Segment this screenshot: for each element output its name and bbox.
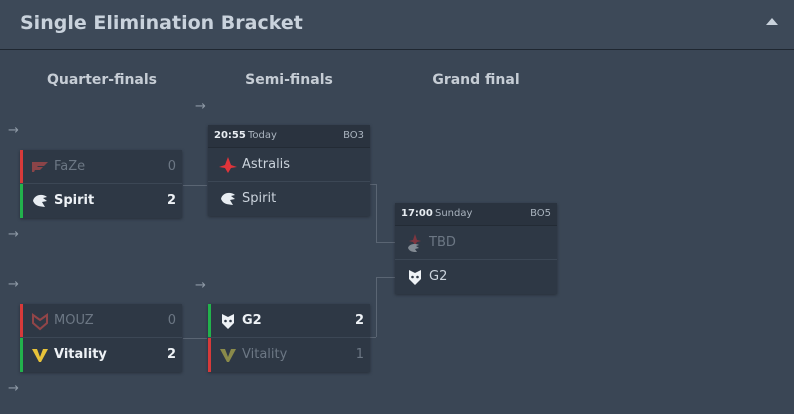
match-grand-final[interactable]: 17:00 Sunday BO5 TBD G2: [395, 203, 557, 294]
team-row-spirit[interactable]: Spirit 2: [20, 184, 182, 218]
team-row-mouz[interactable]: MOUZ 0: [20, 304, 182, 338]
arrow-icon: →: [8, 227, 19, 242]
team-name: FaZe: [54, 159, 86, 174]
team-name: Spirit: [242, 191, 277, 206]
match-quarter-final-2[interactable]: MOUZ 0 Vitality 2: [20, 304, 182, 372]
team-name: G2: [429, 269, 448, 284]
team-score: 2: [354, 313, 364, 328]
bracket-header: Single Elimination Bracket: [0, 0, 794, 50]
arrow-icon: →: [8, 123, 19, 138]
team-row-tbd[interactable]: TBD: [395, 226, 557, 260]
round-title-semi-finals: Semi-finals: [245, 72, 333, 88]
win-indicator: [20, 184, 23, 218]
mouz-logo-icon: [32, 313, 48, 331]
page-title: Single Elimination Bracket: [20, 12, 303, 34]
arrow-icon: →: [195, 278, 206, 293]
team-row-faze[interactable]: FaZe 0: [20, 150, 182, 184]
tbd-logo-icon: [408, 234, 421, 252]
loss-indicator: [20, 304, 23, 337]
match-semi-final-1[interactable]: 20:55 Today BO3 Astralis Spirit: [208, 125, 370, 216]
arrow-icon: →: [195, 99, 206, 114]
team-score: 0: [167, 159, 176, 174]
spirit-logo-icon: [33, 194, 47, 207]
team-name: Vitality: [54, 347, 107, 362]
win-indicator: [208, 304, 211, 337]
faze-logo-icon: [32, 162, 48, 172]
match-header: 20:55 Today BO3: [208, 125, 370, 148]
team-name: Spirit: [54, 193, 95, 208]
team-name: Astralis: [242, 157, 291, 172]
loss-indicator: [20, 150, 23, 183]
spirit-logo-icon: [221, 192, 235, 205]
vitality-logo-icon: [220, 349, 236, 362]
team-row-g2[interactable]: G2: [395, 260, 557, 294]
round-title-grand-final: Grand final: [432, 72, 520, 88]
team-name: MOUZ: [54, 313, 94, 328]
loss-indicator: [208, 338, 211, 372]
team-name: TBD: [429, 235, 456, 250]
team-row-astralis[interactable]: Astralis: [208, 148, 370, 182]
match-day: Sunday: [435, 208, 473, 219]
team-score: 1: [355, 347, 364, 362]
match-time: 17:00: [401, 208, 433, 219]
round-title-quarter-finals: Quarter-finals: [46, 72, 158, 88]
team-name: Vitality: [242, 347, 288, 362]
arrow-icon: →: [8, 381, 19, 396]
win-indicator: [20, 338, 23, 372]
match-day: Today: [248, 130, 277, 141]
team-row-vitality[interactable]: Vitality 1: [208, 338, 370, 372]
match-format: BO3: [343, 130, 364, 141]
team-score: 2: [166, 347, 176, 362]
team-score: 2: [166, 193, 176, 208]
match-header: 17:00 Sunday BO5: [395, 203, 557, 226]
match-semi-final-2[interactable]: G2 2 Vitality 1: [208, 304, 370, 372]
g2-logo-icon: [409, 270, 421, 285]
astralis-logo-icon: [219, 157, 237, 173]
match-format: BO5: [530, 208, 551, 219]
g2-logo-icon: [222, 314, 234, 329]
team-row-g2[interactable]: G2 2: [208, 304, 370, 338]
team-name: G2: [242, 313, 262, 328]
team-score: 0: [167, 313, 176, 328]
arrow-icon: →: [8, 277, 19, 292]
collapse-caret-icon[interactable]: [766, 18, 778, 25]
team-row-spirit[interactable]: Spirit: [208, 182, 370, 216]
team-row-vitality[interactable]: Vitality 2: [20, 338, 182, 372]
match-quarter-final-1[interactable]: FaZe 0 Spirit 2: [20, 150, 182, 218]
match-time: 20:55: [214, 130, 246, 141]
vitality-logo-icon: [32, 349, 48, 362]
